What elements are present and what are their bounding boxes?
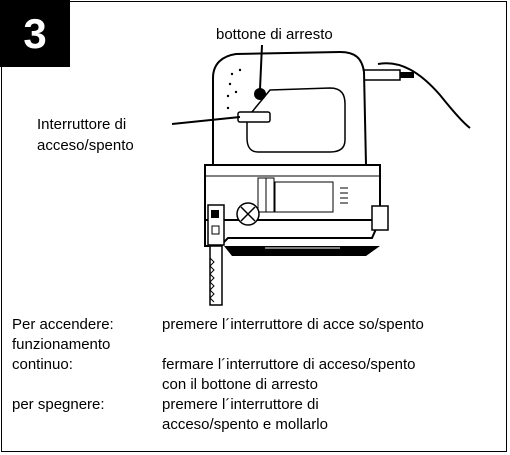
switch-trigger-part — [237, 111, 271, 123]
step-number-badge: 3 — [0, 0, 70, 67]
lower-housing — [204, 219, 382, 247]
instruction-text: con il bottone di arresto — [162, 376, 318, 393]
switch-callout-line-1: Interruttore di — [37, 116, 127, 133]
switch-leader-line — [171, 116, 241, 125]
instruction-text: fermare l´interruttore di acceso/spento — [162, 356, 416, 373]
stop-leader-line — [259, 44, 263, 90]
instruction-label: per spegnere: — [12, 396, 105, 413]
stop-button-callout: bottone di arresto — [216, 26, 333, 43]
switch-callout-line-2: acceso/spento — [37, 137, 134, 154]
vent-dots — [226, 68, 242, 110]
instruction-text: premere l´interruttore di acce so/spento — [162, 316, 424, 333]
power-cord — [377, 62, 471, 129]
instruction-label: funzionamento — [12, 336, 111, 353]
stop-button-part — [254, 88, 266, 100]
instruction-label: continuo: — [12, 356, 73, 373]
handle-opening — [246, 87, 346, 153]
instruction-text: acceso/spento e mollarlo — [162, 416, 328, 433]
instruction-label: Per accendere: — [12, 316, 114, 333]
instruction-text: premere l´interruttore di — [162, 396, 319, 413]
base-plate — [224, 246, 380, 256]
step-number: 3 — [23, 9, 47, 57]
cord-plug — [359, 69, 401, 81]
dial-markings — [257, 177, 275, 213]
switch-callout: Interruttore di acceso/spento — [37, 114, 177, 156]
label-plate — [274, 181, 334, 213]
rear-port — [371, 205, 389, 231]
speed-marks — [340, 187, 348, 204]
